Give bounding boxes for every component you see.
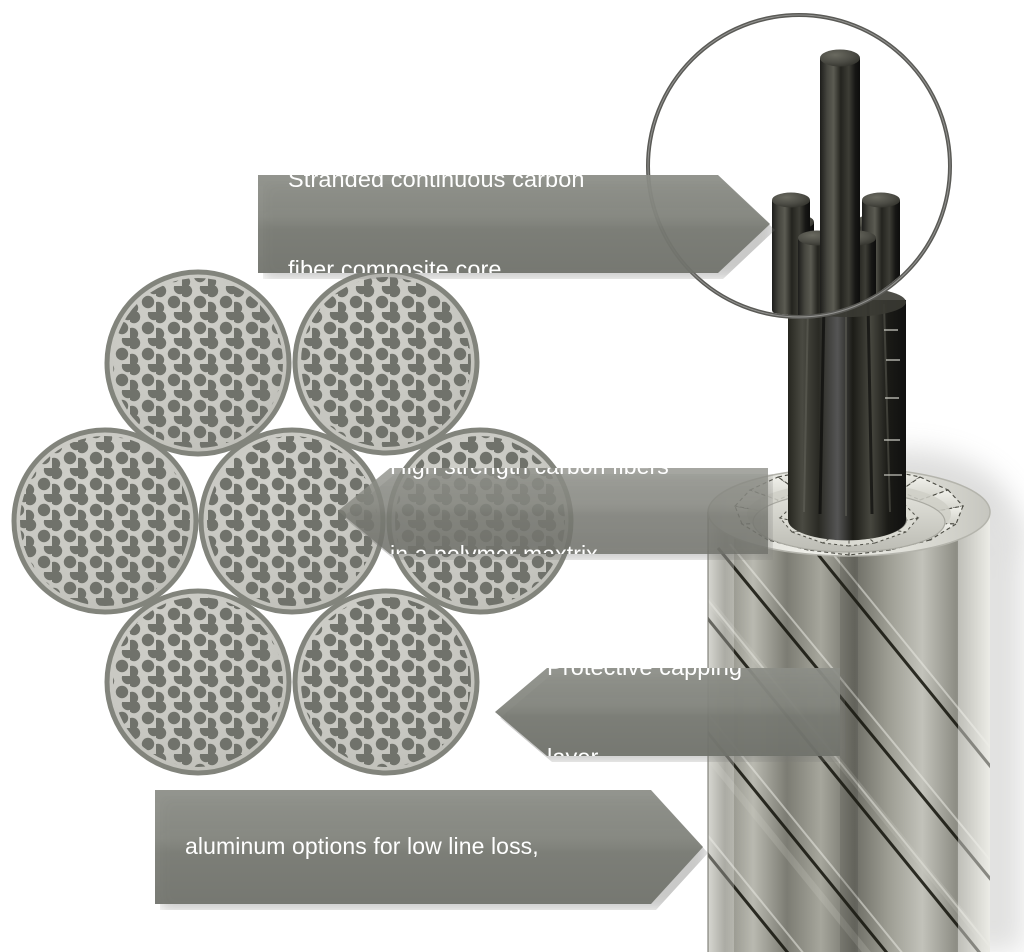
callout-capping-layer[interactable]: Protective capping layer [495, 668, 840, 756]
callout-line: Protective capping [547, 653, 743, 680]
callout-aluminum-options[interactable]: Aluminum-Zirconium or annealed aluminum … [155, 790, 703, 904]
fiber-circle [292, 268, 480, 456]
callout-line: aluminum options for low line loss, [185, 833, 539, 860]
fiber-circle [198, 427, 386, 615]
fiber-cross-sections [11, 268, 574, 776]
fiber-circle [104, 269, 292, 457]
callout-line: layer [547, 744, 599, 771]
core-tick-marks [884, 329, 902, 476]
callout-carbon-fibers[interactable]: High strength carbon fibers in a polymer… [338, 468, 768, 554]
callout-stranded-core[interactable]: Stranded continuous carbon fiber composi… [258, 175, 770, 273]
core-bundle-exposed [788, 287, 906, 541]
callout-line: in a polymer maxtrix [390, 540, 768, 554]
fiber-circle [11, 427, 199, 615]
fiber-circle [292, 588, 480, 776]
callout-text: High strength carbon fibers in a polymer… [390, 453, 768, 554]
callout-line: High strength carbon fibers [390, 453, 669, 480]
callout-text: Protective capping layer [547, 653, 840, 771]
fiber-circle [104, 588, 292, 776]
core-rod-center [820, 49, 860, 315]
